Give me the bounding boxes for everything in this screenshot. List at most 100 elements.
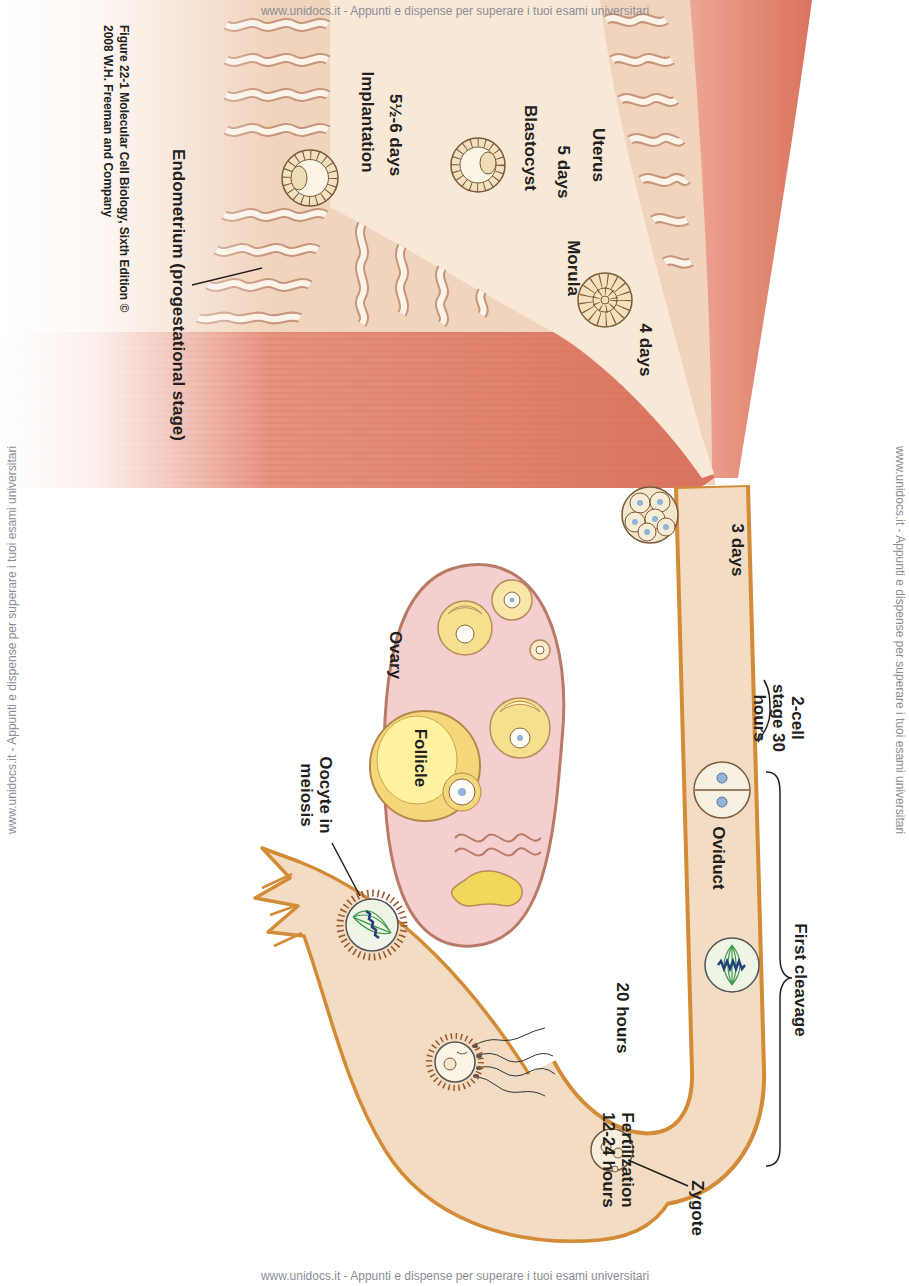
fertilizing-egg-part	[444, 1058, 456, 1070]
oocyte-in-meiosis-part	[366, 911, 379, 938]
stage-label: Oviduct	[708, 826, 727, 889]
eight-cell-embryo-part	[657, 518, 675, 536]
morula	[578, 273, 632, 327]
two-cell-embryo-part	[717, 797, 727, 807]
fertilizing-egg-part	[473, 1028, 555, 1096]
fertilizing-egg	[429, 1028, 555, 1096]
ovary-tissue-part	[490, 698, 550, 758]
watermark-text: www.unidocs.it - Appunti e dispense per …	[261, 5, 649, 18]
oocyte-in-meiosis-part	[346, 899, 398, 951]
stage-label: Fertilization 12-24 hours	[599, 1104, 637, 1216]
ovary-tissue-part	[438, 601, 492, 655]
eight-cell-embryo-part	[652, 516, 658, 522]
ovary-tissue-part	[530, 640, 550, 660]
stage-label: 3 days	[727, 524, 746, 577]
leader-lines	[192, 268, 792, 1186]
blastocyst-part	[456, 143, 501, 188]
ovary-tissue-part	[456, 625, 474, 643]
ovary-tissue-part	[492, 580, 532, 620]
follicle-node: Follicle	[368, 708, 484, 824]
watermark-text: www.unidocs.it - Appunti e dispense per …	[6, 446, 19, 834]
figure-caption: Figure 22-1 Molecular Cell Biology, Sixt…	[100, 25, 132, 315]
two-cell-embryo	[694, 762, 750, 818]
watermark-text: www.unidocs.it - Appunti e dispense per …	[892, 446, 905, 834]
cumulus-cells	[443, 773, 481, 811]
morula-part	[593, 288, 617, 312]
leader-lines-part	[332, 843, 360, 896]
watermark-text: www.unidocs.it - Appunti e dispense per …	[261, 1270, 649, 1283]
two-cell-embryo-part	[717, 773, 727, 783]
fertilizing-egg-part	[457, 1052, 467, 1054]
stage-label: Zygote	[687, 1180, 706, 1236]
stage-label: 2-cell stage 30 hours	[749, 682, 806, 754]
uterus-wall-part	[690, 0, 812, 478]
morula-part	[596, 291, 614, 309]
stage-label: Uterus	[588, 128, 607, 182]
eight-cell-embryo-part	[644, 529, 650, 535]
fertilizing-egg-part	[435, 1042, 475, 1082]
eight-cell-embryo	[622, 487, 678, 543]
stage-label: First cleavage	[790, 923, 809, 1036]
node-outline	[370, 711, 481, 821]
ovary-tissue-part	[500, 701, 540, 712]
oviduct-part	[262, 852, 302, 946]
ovary-tissue-part	[510, 728, 530, 748]
uterus-wall-part	[330, 0, 714, 478]
morula-part	[578, 273, 632, 327]
implanting-blastocyst	[282, 150, 338, 206]
endometrium-glands	[198, 18, 691, 324]
ovary-node: OvaryFollicle	[365, 556, 575, 951]
gland-lumen	[198, 18, 691, 324]
blastocyst-part	[480, 152, 496, 174]
oocyte-in-meiosis	[340, 893, 404, 957]
ovary-tissue-part	[536, 646, 544, 654]
leader-lines-part	[192, 268, 262, 285]
blastocyst-part	[451, 138, 505, 192]
stage-label: Endometrium (progestational stage)	[168, 149, 187, 441]
first-cleavage-cell-part	[705, 938, 759, 992]
stage-label: 5 days	[553, 146, 572, 199]
stage-label: 4 days	[635, 324, 654, 377]
ovary-tissue-part	[452, 871, 523, 906]
eight-cell-embryo-part	[622, 487, 678, 543]
gland-outline	[198, 18, 691, 324]
eight-cell-embryo-part	[638, 523, 656, 541]
ovary-tissue-part	[455, 834, 541, 855]
oocyte-nucleus	[458, 788, 466, 796]
implanting-blastocyst-part	[287, 155, 333, 201]
eight-cell-embryo-part	[637, 500, 643, 506]
morula-part	[586, 281, 624, 319]
stage-label: 5½-6 days	[385, 94, 404, 176]
morula-part	[601, 296, 609, 304]
implanting-blastocyst-part	[291, 166, 307, 190]
stage-label: Blastocyst	[520, 105, 539, 191]
oocyte-in-meiosis-part	[340, 893, 404, 957]
first-cleavage-cell	[705, 938, 759, 992]
fertilizing-egg-part	[429, 1036, 481, 1088]
oviduct	[255, 486, 728, 1241]
ovary-tissue-part	[504, 592, 520, 608]
follicle-wall	[370, 711, 480, 821]
ovary-tissue-part	[510, 598, 515, 603]
implanting-blastocyst-part	[292, 160, 329, 197]
leader-lines-part	[766, 772, 792, 1166]
implanting-blastocyst-part	[282, 150, 338, 206]
first-cleavage-cell-part	[718, 961, 745, 969]
eight-cell-embryo-part	[657, 499, 663, 505]
two-cell-embryo-part	[695, 789, 749, 791]
blastocyst-part	[460, 147, 496, 183]
stage-label: Oocyte in meiosis	[297, 752, 335, 838]
follicle-oocyte	[449, 779, 475, 805]
eight-cell-embryo-part	[663, 524, 669, 530]
eight-cell-embryo-part	[630, 493, 650, 513]
two-cell-embryo-part	[694, 762, 750, 818]
stage-label: 20 hours	[612, 983, 631, 1054]
ovary-tissue-part	[517, 735, 523, 741]
node-label: Ovary	[385, 631, 404, 679]
stage-label: Implantation	[357, 71, 376, 172]
eight-cell-embryo-part	[632, 519, 638, 525]
fade-overlay	[0, 0, 270, 490]
